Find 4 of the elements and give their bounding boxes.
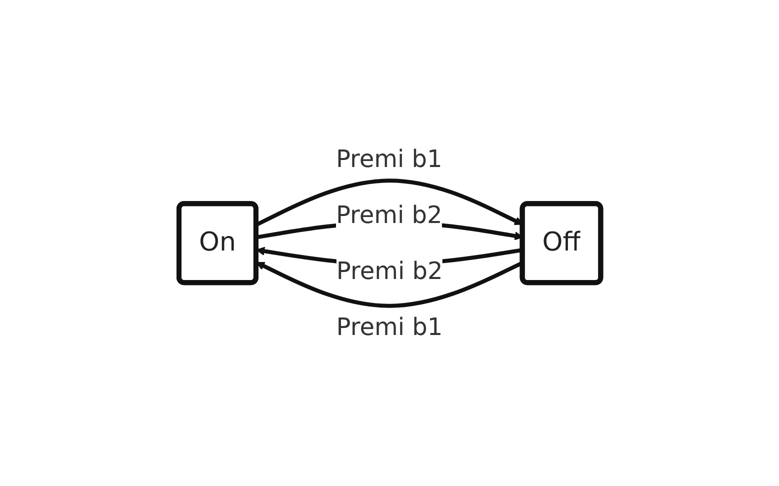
edge-label: Premi b1 xyxy=(336,312,442,341)
edge-label: Premi b2 xyxy=(336,257,442,286)
edge-label: Premi b1 xyxy=(336,145,442,174)
edge-label: Premi b2 xyxy=(336,201,442,230)
